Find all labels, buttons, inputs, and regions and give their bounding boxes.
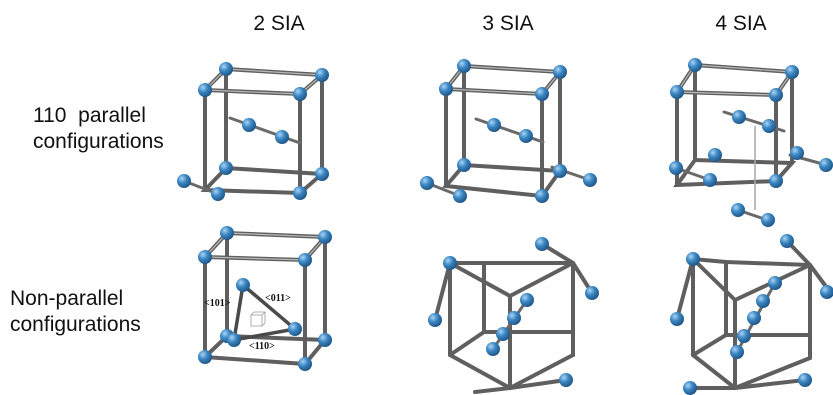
atom [177, 174, 191, 188]
interstitial-atom [761, 213, 775, 227]
column-label-3-sia: 3 SIA [482, 12, 534, 35]
cube-edges [433, 242, 594, 394]
cube-edges [441, 63, 565, 199]
cell-4sia-parallel [669, 58, 833, 227]
interstitial-atom [242, 118, 256, 132]
atom [198, 350, 212, 364]
atom [688, 58, 702, 72]
cell-4sia-non-parallel [670, 234, 833, 395]
atom [315, 68, 329, 82]
atom [819, 158, 833, 172]
interstitial-atom [520, 293, 534, 307]
cell-3sia-non-parallel [428, 237, 599, 394]
interstitial-atom [288, 322, 302, 336]
atom [457, 158, 471, 172]
interstitial-atom [496, 327, 510, 341]
atom [553, 164, 567, 178]
interstitial-atom [507, 311, 521, 325]
row-label-non-parallel-line1: Non-parallel [10, 287, 124, 310]
interstitial-atom [486, 342, 500, 356]
atom [457, 59, 471, 73]
atom [820, 285, 833, 299]
atom [535, 87, 549, 101]
interstitial-atom [275, 130, 289, 144]
atom [585, 286, 599, 300]
atom [708, 148, 722, 162]
atom [428, 313, 442, 327]
atom [583, 173, 597, 187]
atom [211, 187, 225, 201]
atom [798, 373, 812, 387]
direction-label-101: <101> [204, 298, 231, 309]
atom [769, 88, 783, 102]
row-label-parallel: 110 parallel configurations [33, 103, 164, 155]
atom [769, 174, 783, 188]
interstitial-atom [747, 311, 761, 325]
atom [318, 230, 332, 244]
interstitial-atom [732, 110, 746, 124]
atom [219, 161, 233, 175]
atom [553, 65, 567, 79]
row-label-non-parallel: Non-parallel configurations [10, 286, 141, 338]
interstitial-atom [730, 345, 744, 359]
atom [220, 226, 234, 240]
atom [420, 176, 434, 190]
atom [198, 83, 212, 97]
interstitial-atom [762, 119, 776, 133]
interstitial-atom [487, 118, 501, 132]
column-label-4-sia: 4 SIA [715, 12, 767, 35]
atom [535, 237, 549, 251]
interstitial-atom [519, 129, 533, 143]
atom [703, 173, 717, 187]
atom [293, 87, 307, 101]
dumbbell-rod [474, 117, 545, 144]
interstitial-atom [756, 294, 770, 308]
row-label-non-parallel-line2: configurations [10, 313, 141, 336]
sia-triangle-bonds [231, 281, 299, 343]
atom [785, 65, 799, 79]
dumbbell-rod [228, 116, 302, 145]
atom [219, 62, 233, 76]
interstitial-atom [236, 278, 250, 292]
atom [298, 253, 312, 267]
interstitial-atom [768, 276, 782, 290]
atom [453, 189, 467, 203]
atom [683, 381, 697, 395]
atom [198, 250, 212, 264]
atom [790, 146, 804, 160]
atom [686, 252, 700, 266]
atom [298, 357, 312, 371]
mini-cube [250, 311, 266, 327]
direction-label-011: <011> [265, 293, 291, 304]
atom [439, 82, 453, 96]
interstitial-atom [227, 333, 241, 347]
atom [318, 333, 332, 347]
row-label-parallel-line2: configurations [33, 130, 164, 153]
cube-edges [675, 239, 832, 391]
row-label-parallel-line1: 110 parallel [33, 104, 146, 127]
cell-2sia-non-parallel: <101> <011> <110> [198, 226, 332, 371]
atom [443, 256, 457, 270]
atom [293, 186, 307, 200]
interstitial-atom [731, 203, 745, 217]
interstitial-atom [737, 329, 751, 343]
column-label-2-sia: 2 SIA [253, 12, 305, 35]
dumbbell-rod [491, 298, 529, 351]
cell-3sia-parallel [420, 59, 597, 203]
atom [669, 161, 683, 175]
atom [559, 373, 573, 387]
atom [670, 85, 684, 99]
direction-label-110: <110> [249, 341, 275, 352]
atom [670, 312, 684, 326]
atom [780, 234, 794, 248]
atom [535, 189, 549, 203]
atom [315, 167, 329, 181]
cell-2sia-parallel [177, 62, 329, 201]
